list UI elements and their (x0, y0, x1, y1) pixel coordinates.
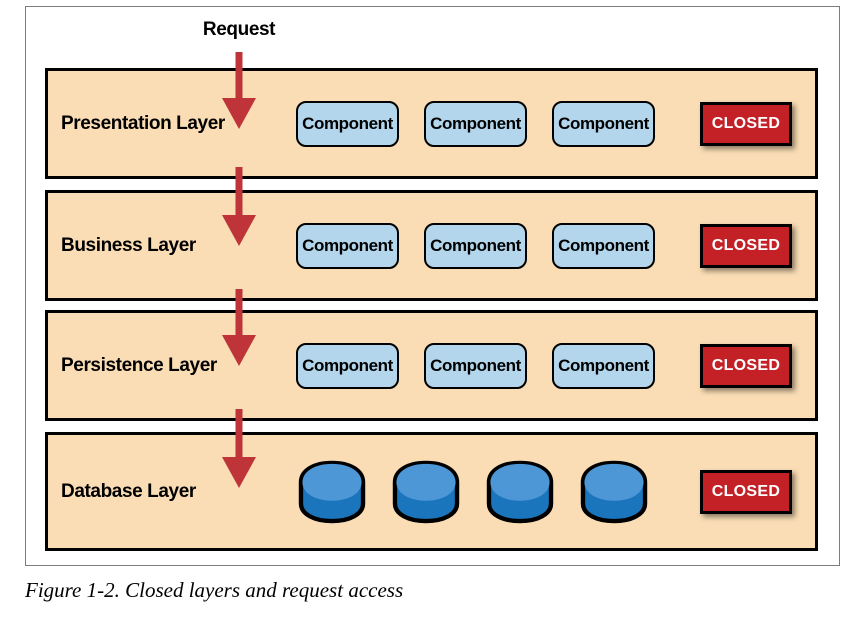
database-icon (486, 460, 554, 523)
database-icon (392, 460, 460, 523)
component-box: Component (552, 100, 655, 147)
closed-badge: CLOSED (700, 223, 792, 268)
database-icon (580, 460, 648, 523)
component-box: Component (296, 342, 399, 389)
component-box: Component (424, 100, 527, 147)
component-box: Component (552, 342, 655, 389)
layer-label: Business Layer (61, 234, 196, 256)
component-box: Component (296, 100, 399, 147)
figure-caption: Figure 1-2. Closed layers and request ac… (25, 578, 404, 602)
down-arrow-icon (221, 52, 257, 129)
layer-band-business: Business Layer Component Component Compo… (45, 190, 818, 301)
layer-band-persistence: Persistence Layer Component Component Co… (45, 310, 818, 421)
component-box: Component (424, 222, 527, 269)
closed-badge: CLOSED (700, 101, 792, 146)
down-arrow-icon (221, 409, 257, 488)
layer-band-presentation: Presentation Layer Component Component C… (45, 68, 818, 179)
request-label: Request (202, 19, 276, 40)
component-box: Component (296, 222, 399, 269)
closed-badge: CLOSED (700, 343, 792, 388)
database-icon (298, 460, 366, 523)
layer-band-database: Database Layer CLOSED (45, 432, 818, 551)
down-arrow-icon (221, 167, 257, 246)
layer-label: Presentation Layer (61, 112, 225, 134)
layer-label: Persistence Layer (61, 354, 217, 376)
closed-badge: CLOSED (700, 469, 792, 514)
component-box: Component (552, 222, 655, 269)
down-arrow-icon (221, 289, 257, 366)
component-box: Component (424, 342, 527, 389)
layer-label: Database Layer (61, 480, 196, 502)
